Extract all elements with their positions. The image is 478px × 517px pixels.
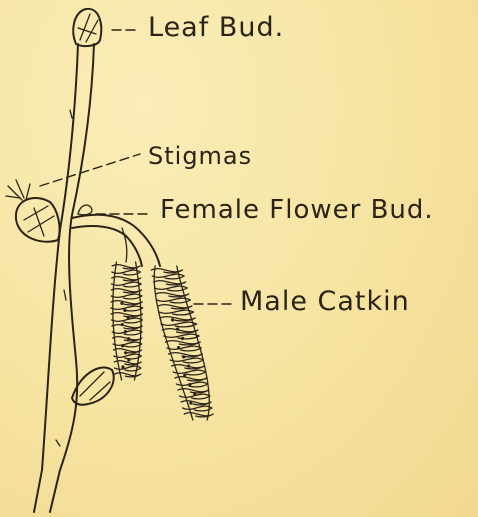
label-male-catkin: Male Catkin [240, 288, 410, 315]
leaf-bud [73, 9, 101, 46]
lower-bud [72, 368, 114, 405]
label-female-flower-bud: Female Flower Bud. [160, 197, 434, 223]
junction-bud [78, 205, 92, 215]
label-stigmas: Stigmas [148, 144, 252, 168]
label-leaf-bud: Leaf Bud. [148, 14, 284, 41]
female-flower-bud [16, 198, 60, 242]
stigmas [6, 180, 30, 200]
male-catkin-right [151, 266, 213, 420]
male-catkin-left [111, 262, 143, 380]
leader-stigmas [40, 154, 140, 186]
catkin-branch [72, 215, 160, 266]
main-stem [34, 44, 94, 512]
